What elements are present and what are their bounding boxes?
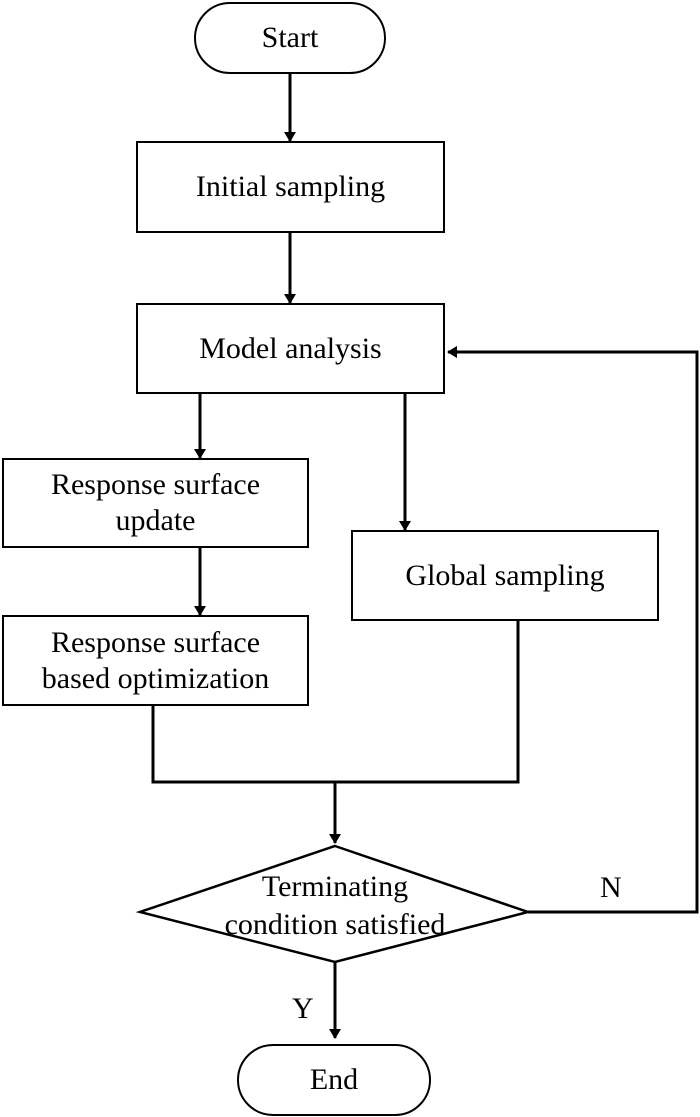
model-analysis-label: Model analysis (199, 331, 382, 365)
global-sampling-label: Global sampling (405, 558, 605, 592)
initial-sampling-box: Initial sampling (136, 141, 445, 233)
initial-sampling-label: Initial sampling (195, 170, 386, 203)
decision-diamond (135, 844, 533, 964)
global-sampling-box: Global sampling (351, 530, 659, 621)
start-label: Start (261, 21, 319, 54)
model-analysis-box: Model analysis (136, 303, 445, 394)
yes-branch-label: Y (292, 992, 314, 1025)
rs-optimization-box: Response surface based optimization (2, 615, 309, 706)
end-terminal: End (237, 1044, 431, 1116)
decision-label: Terminating condition satisfied (224, 870, 446, 941)
rs-update-label: Response surface update (50, 468, 261, 537)
arrow-decision-no-to-model-analysis (447, 346, 699, 914)
rs-optimization-label: Response surface based optimization (41, 625, 270, 695)
end-label: End (309, 1063, 359, 1096)
rs-update-box: Response surface update (2, 458, 309, 548)
start-terminal: Start (194, 2, 386, 74)
no-branch-label: N (600, 871, 622, 904)
